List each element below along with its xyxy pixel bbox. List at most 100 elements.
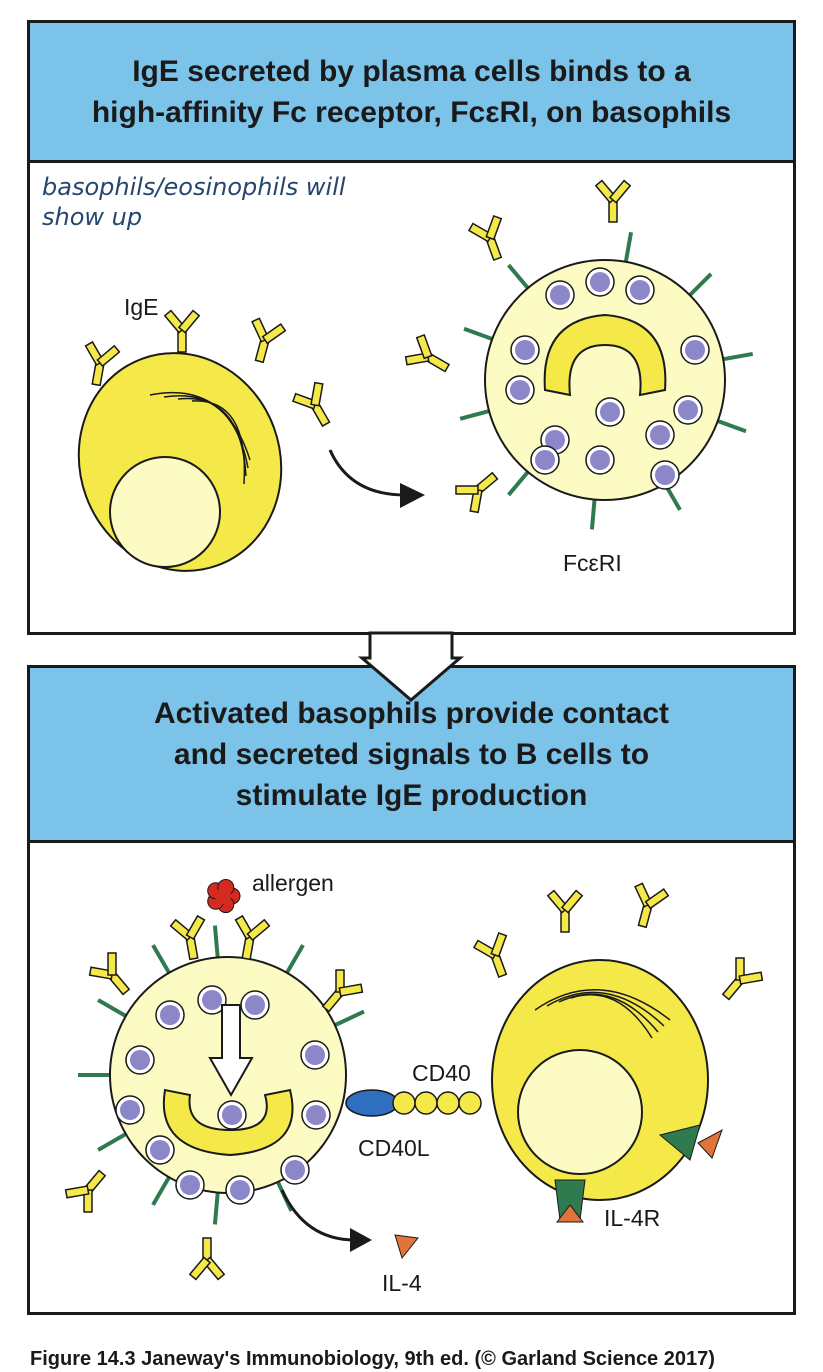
panel-bottom-title-line-2: and secreted signals to B cells to (173, 737, 650, 771)
receptor-spike (97, 1132, 127, 1152)
cd40l (345, 1089, 399, 1117)
granule-core (510, 380, 530, 400)
signal-arrow (208, 1004, 254, 1098)
granule-core (535, 450, 555, 470)
cd40-domain (392, 1091, 416, 1115)
endoplasmic-reticulum (558, 993, 659, 1033)
receptor-spike (463, 326, 493, 341)
figure-caption: Figure 14.3 Janeway's Immunobiology, 9th… (30, 1348, 715, 1370)
cd40-domain (458, 1091, 482, 1115)
receptor-spike (285, 944, 305, 974)
annotation-line-1: basophils/eosinophils will (42, 173, 346, 201)
ige-antibody (251, 317, 287, 364)
ige-antibody (594, 179, 632, 223)
receptor-spike (623, 231, 634, 263)
cd40-domain (436, 1091, 460, 1115)
ige-antibody (163, 309, 201, 353)
basophil-nucleus (162, 1088, 294, 1157)
secretion-arrow (280, 1189, 356, 1242)
receptor-spike (589, 499, 597, 530)
label-il4r: IL-4R (604, 1205, 661, 1231)
label-allergen: allergen (252, 870, 334, 896)
label-cd40l: CD40L (358, 1135, 430, 1161)
antibody-arm (310, 381, 324, 407)
receptor-spike (507, 470, 530, 497)
antibody-arm (64, 1185, 90, 1199)
label-fcepsilonri: FcεRI (563, 550, 622, 576)
receptor-spike (717, 419, 747, 434)
receptor-spike (722, 351, 754, 362)
granule-core (285, 1160, 305, 1180)
panel-bottom-banner: Activated basophils provide contact and … (30, 668, 793, 843)
antibody-arm (338, 983, 364, 997)
granule-core (306, 1105, 326, 1125)
panel-bottom-title-line-1: Activated basophils provide contact (153, 696, 670, 730)
panel-top-title-line-2: high-affinity Fc receptor, FcεRI, on bas… (91, 95, 732, 129)
antibody-arm (185, 914, 206, 941)
granule-core (550, 285, 570, 305)
ige-antibody (721, 957, 764, 1001)
granule-core (120, 1100, 140, 1120)
ige-antibody (472, 931, 508, 979)
il4r-receptor (658, 1124, 701, 1161)
transition-arrow (357, 631, 465, 702)
antibody-arm (490, 931, 508, 958)
granule-core (630, 280, 650, 300)
il4-bound (555, 1204, 585, 1223)
receptor-spike (688, 272, 713, 297)
label-ige: IgE (124, 294, 159, 320)
granule-core (650, 425, 670, 445)
granule-core (545, 430, 565, 450)
granule-core (590, 272, 610, 292)
arrow-head (400, 483, 425, 508)
ige-antibody (84, 340, 121, 387)
plasma-cell-nucleus (109, 456, 221, 568)
receptor-spike (151, 1176, 171, 1206)
handwritten-annotation: basophils/eosinophils will show up (42, 172, 346, 232)
antibody-arm (455, 485, 479, 495)
granule-core (515, 340, 535, 360)
label-cd40: CD40 (412, 1060, 471, 1086)
arrow-head (350, 1228, 372, 1252)
antibody-arm (246, 918, 271, 942)
ige-antibody (234, 914, 271, 961)
granule-core (230, 1180, 250, 1200)
panel-top-banner: IgE secreted by plasma cells binds to a … (30, 23, 793, 163)
label-il4: IL-4 (382, 1270, 422, 1296)
receptor-spike (459, 409, 490, 421)
granule-core (655, 465, 675, 485)
panel-bottom-title: Activated basophils provide contact and … (154, 693, 669, 816)
panel-top-title-line-1: IgE secreted by plasma cells binds to a (132, 54, 691, 88)
panel-bottom-title-line-3: stimulate IgE production (235, 778, 588, 812)
transition-arrow-curve (328, 449, 406, 497)
granule-core (160, 1005, 180, 1025)
endoplasmic-reticulum (546, 991, 665, 1027)
granule-core (245, 995, 265, 1015)
granule-core (222, 1105, 242, 1125)
receptor-spike (212, 925, 220, 958)
ige-antibody (455, 471, 499, 514)
ige-antibody (291, 381, 331, 428)
antibody-arm (177, 309, 201, 334)
basophil-nucleus (543, 313, 667, 397)
granule-core (305, 1045, 325, 1065)
ige-antibody (467, 214, 503, 262)
ige-antibody (188, 1237, 226, 1281)
annotation-line-2: show up (42, 203, 143, 231)
ige-antibody (64, 1169, 107, 1213)
granule-core (202, 990, 222, 1010)
granule-core (590, 450, 610, 470)
allergen-core (215, 888, 231, 904)
antibody-arm (738, 971, 764, 985)
antibody-arm (485, 214, 503, 241)
il4-molecule (394, 1234, 419, 1260)
receptor-spike (507, 263, 530, 290)
allergen (207, 878, 241, 914)
granule-core (600, 402, 620, 422)
endoplasmic-reticulum (191, 400, 246, 485)
antibody-arm (96, 344, 121, 368)
granule-core (180, 1175, 200, 1195)
granule-core (130, 1050, 150, 1070)
antibody-arm (415, 333, 433, 360)
